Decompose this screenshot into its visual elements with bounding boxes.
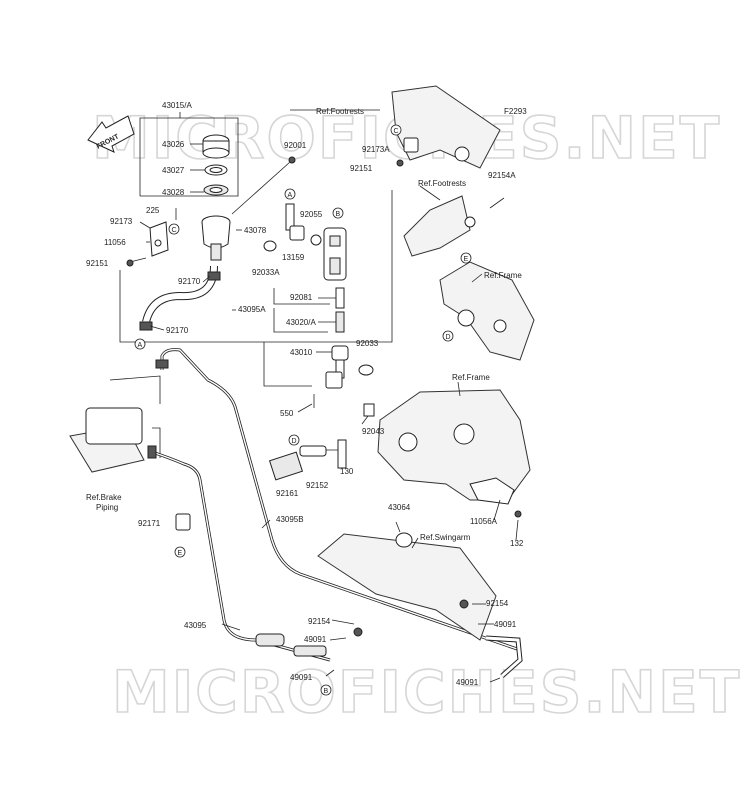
reservoir-assembly	[126, 112, 296, 267]
label-92043: 92043	[362, 427, 385, 436]
callout-A-top: A	[284, 188, 296, 200]
label-92154A: 92154A	[488, 171, 516, 180]
svg-text:A: A	[138, 342, 143, 349]
label-92081: 92081	[290, 293, 313, 302]
label-11056: 11056	[104, 238, 126, 247]
abs-unit	[69, 375, 161, 473]
label-43026: 43026	[162, 140, 185, 149]
label-43020A: 43020/A	[286, 318, 316, 327]
pedal-linkage	[268, 439, 347, 481]
label-43028: 43028	[162, 188, 185, 197]
ref-brake-piping-2: Piping	[96, 503, 118, 512]
label-43095: 43095	[184, 621, 207, 630]
label-92151-left: 92151	[86, 259, 109, 268]
label-43064: 43064	[388, 503, 411, 512]
label-92154-right: 92154	[486, 599, 509, 608]
label-92161: 92161	[276, 489, 299, 498]
swingarm	[317, 532, 497, 641]
label-92152: 92152	[306, 481, 329, 490]
svg-text:E: E	[464, 256, 469, 263]
reference-labels: Ref.Footrests Ref.Footrests Ref.Frame Re…	[86, 107, 522, 542]
svg-text:D: D	[292, 438, 297, 445]
ref-footrests-right: Ref.Footrests	[418, 179, 466, 188]
hose-43095A	[139, 265, 221, 331]
footrest-upper	[391, 85, 505, 257]
svg-text:B: B	[324, 688, 329, 695]
callout-B-bottom: B	[320, 684, 332, 696]
label-550: 550	[280, 409, 294, 418]
label-92055: 92055	[300, 210, 323, 219]
label-92154-center: 92154	[308, 617, 331, 626]
label-43078: 43078	[244, 226, 267, 235]
callout-A-left: A	[134, 338, 146, 350]
diagram-code: F2293	[504, 107, 527, 116]
label-43010: 43010	[290, 348, 313, 357]
label-49091-a: 49091	[304, 635, 327, 644]
label-49091-d: 49091	[456, 678, 479, 687]
watermark-bottom: MICROFICHES.NET	[112, 658, 741, 726]
callout-D-right: D	[442, 330, 454, 342]
label-132: 132	[510, 539, 524, 548]
label-92173A: 92173A	[362, 145, 390, 154]
label-92170-top: 92170	[178, 277, 201, 286]
frame-pedal	[439, 261, 535, 361]
label-49091-c: 49091	[494, 620, 517, 629]
label-92001: 92001	[284, 141, 307, 150]
label-43095B: 43095B	[276, 515, 304, 524]
master-cylinder	[263, 203, 375, 417]
svg-text:C: C	[394, 128, 399, 135]
label-43015A: 43015/A	[162, 101, 192, 110]
ref-brake-piping-1: Ref.Brake	[86, 493, 122, 502]
label-92151-top: 92151	[350, 164, 373, 173]
svg-text:B: B	[336, 211, 341, 218]
label-225: 225	[146, 206, 160, 215]
callout-E-left: E	[174, 546, 186, 558]
label-92173: 92173	[110, 217, 133, 226]
label-43027: 43027	[162, 166, 185, 175]
ref-frame-lower: Ref.Frame	[452, 373, 490, 382]
ref-swingarm: Ref.Swingarm	[420, 533, 471, 542]
label-43095A: 43095A	[238, 305, 266, 314]
label-49091-b: 49091	[290, 673, 313, 682]
label-130: 130	[340, 467, 354, 476]
part-labels: 43015/A 43026 43027 43028 92001 225 9217…	[86, 101, 524, 687]
svg-text:E: E	[178, 550, 183, 557]
callout-D-center: D	[288, 434, 300, 446]
callout-E-right: E	[460, 252, 472, 264]
label-92170-bottom: 92170	[166, 326, 189, 335]
frame-lower	[377, 389, 531, 518]
callout-B-top: B	[332, 207, 344, 219]
brake-lines	[147, 348, 523, 678]
label-92033A: 92033A	[252, 268, 280, 277]
callout-C-left: C	[168, 223, 180, 235]
label-13159: 13159	[282, 253, 305, 262]
svg-text:C: C	[172, 227, 177, 234]
ref-footrests-top: Ref.Footrests	[316, 107, 364, 116]
leader-lines	[139, 109, 519, 683]
label-11056A: 11056A	[470, 517, 498, 526]
svg-text:D: D	[446, 334, 451, 341]
callouts: A A B B C C D D	[134, 124, 472, 696]
ref-frame-upper: Ref.Frame	[484, 271, 522, 280]
clip-92171	[175, 513, 191, 531]
label-92033: 92033	[356, 339, 379, 348]
callout-C-top: C	[390, 124, 402, 136]
svg-text:A: A	[288, 192, 293, 199]
label-92171: 92171	[138, 519, 161, 528]
